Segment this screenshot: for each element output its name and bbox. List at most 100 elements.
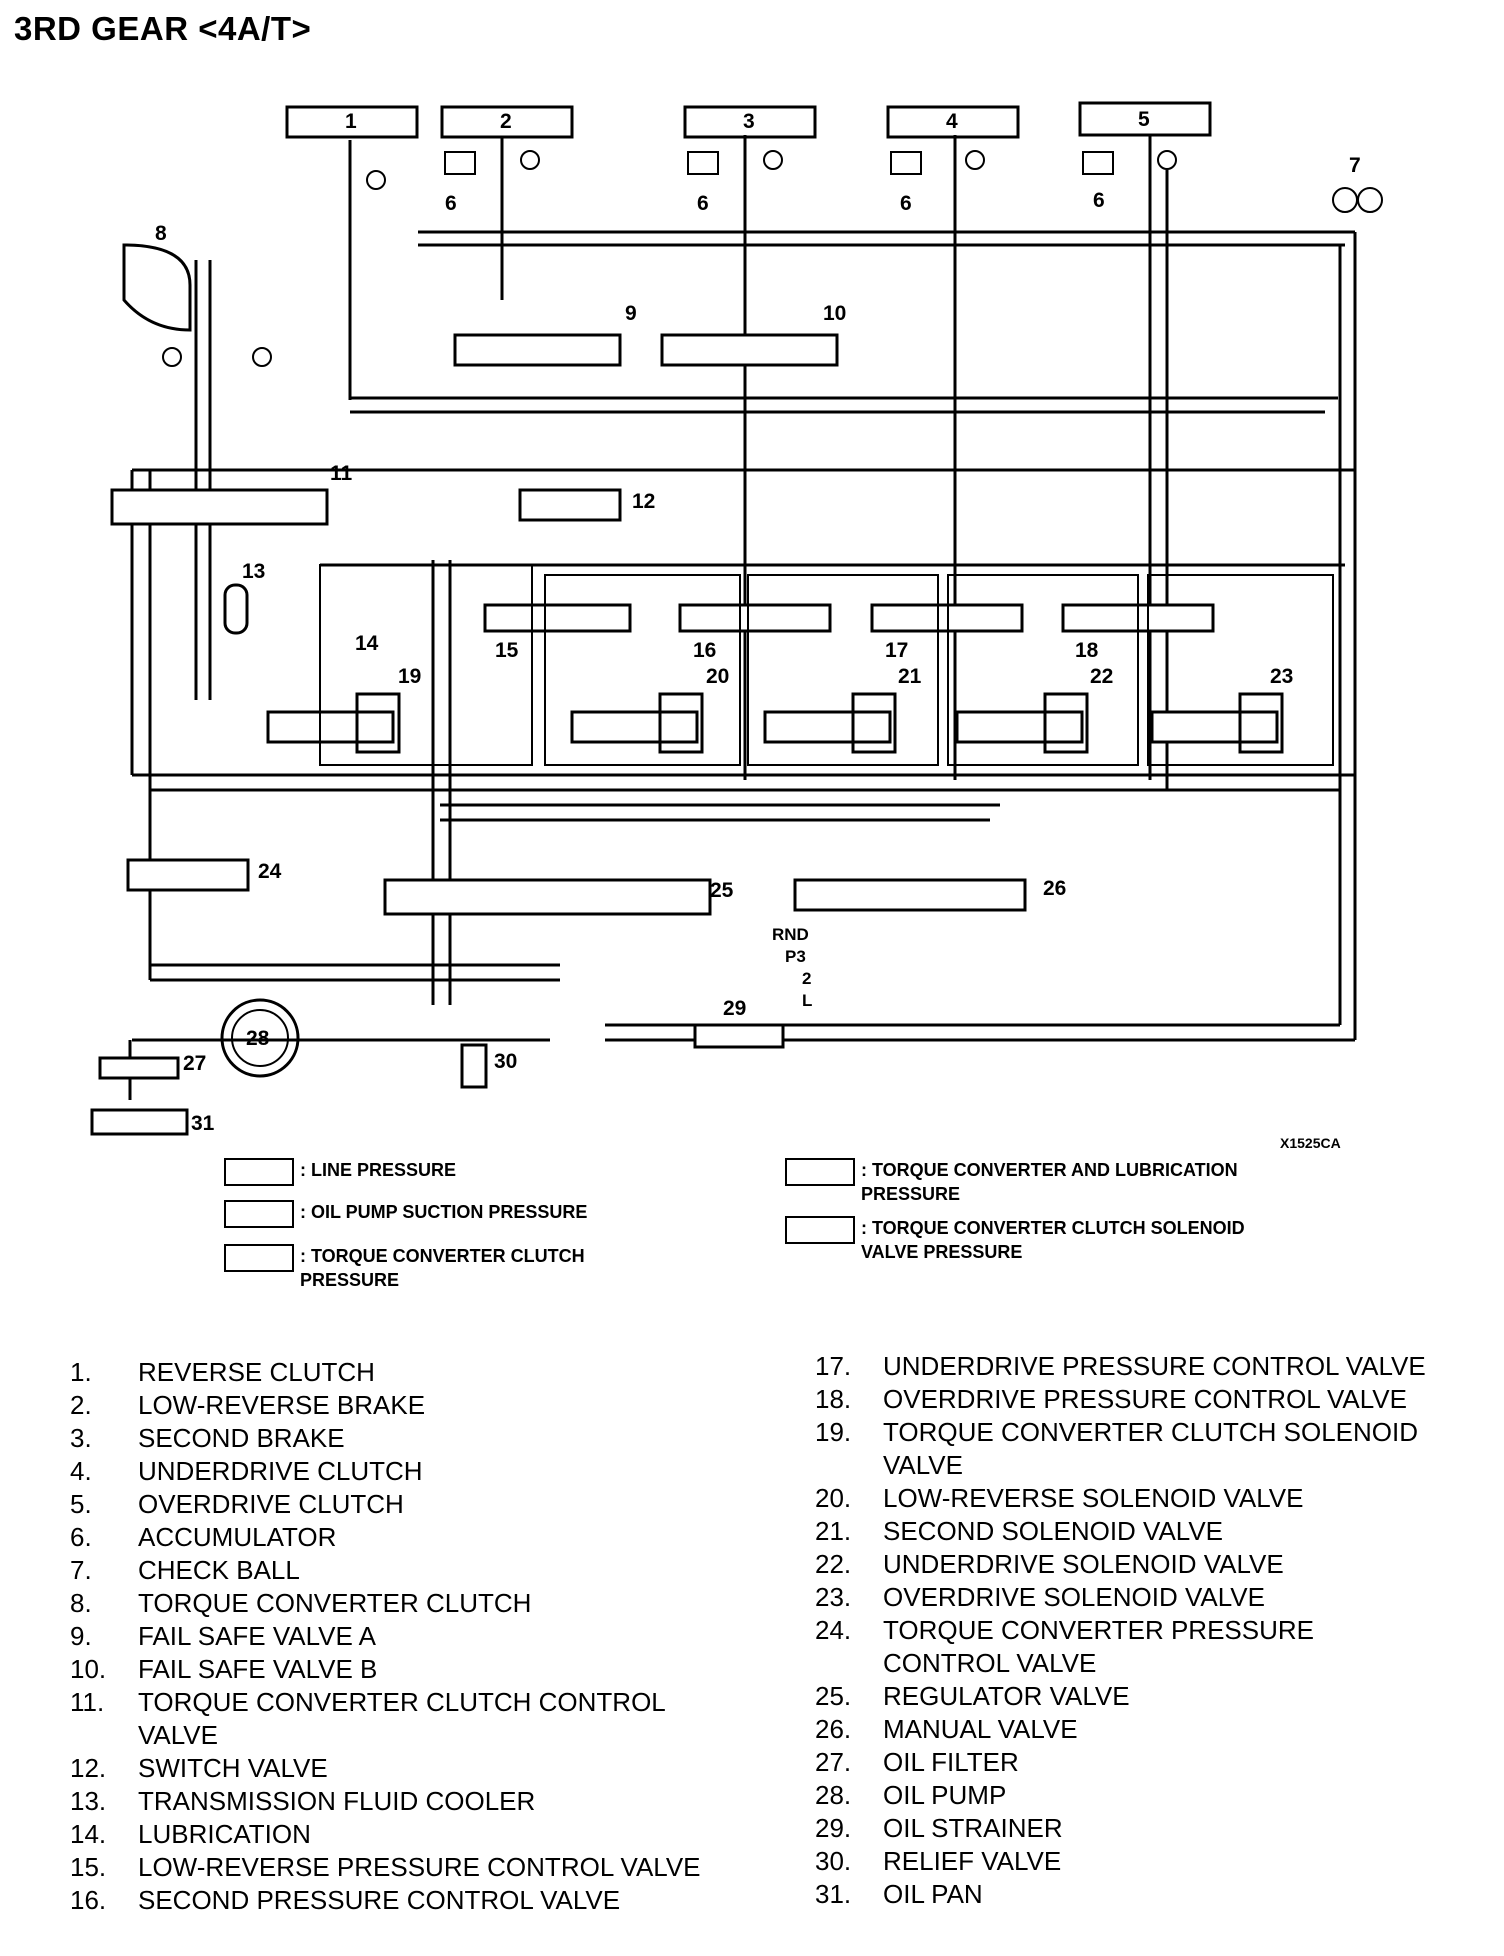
fail-safe-valve-b (660, 333, 839, 367)
key-item: 2.LOW-REVERSE BRAKE (70, 1389, 750, 1422)
callout-20: 20 (706, 665, 729, 688)
oil-pump-inner-icon (231, 1009, 289, 1067)
torque-converter-clutch-icon (122, 243, 192, 332)
callout-29: 29 (723, 997, 746, 1020)
key-item: 27.OIL FILTER (815, 1746, 1495, 1779)
key-item: 19.TORQUE CONVERTER CLUTCH SOLENOID VALV… (815, 1416, 1495, 1482)
key-text: TORQUE CONVERTER CLUTCH (138, 1588, 532, 1618)
legend-text: : LINE PRESSURE (300, 1160, 457, 1180)
key-item: 21.SECOND SOLENOID VALVE (815, 1515, 1495, 1548)
key-text: TORQUE CONVERTER CLUTCH SOLENOID VALVE (883, 1417, 1419, 1480)
key-number: 24. (815, 1615, 852, 1645)
callout-31: 31 (191, 1112, 215, 1135)
low-reverse-brake-box (440, 105, 574, 139)
oil-pan (90, 1108, 189, 1136)
solenoid-compartments (319, 564, 1334, 766)
legend-tc-lubrication: : TORQUE CONVERTER AND LUBRICATION PRESS… (785, 1158, 1238, 1206)
callout-6d: 6 (1093, 189, 1105, 212)
figure-code: X1525CA (1280, 1135, 1341, 1150)
key-item: 8. TORQUE CONVERTER CLUTCH (70, 1587, 750, 1620)
key-number: 28. (815, 1780, 852, 1810)
callout-4: 4 (946, 110, 958, 133)
selector-rnd: RND (772, 925, 809, 944)
low-reverse-solenoid-valve (570, 710, 699, 744)
callout-5: 5 (1138, 108, 1150, 131)
legend-text: : TORQUE CONVERTER AND LUBRICATION PRESS… (861, 1160, 1238, 1204)
key-item: 5.OVERDRIVE CLUTCH (70, 1488, 750, 1521)
legend-tcc-pressure: : TORQUE CONVERTER CLUTCH PRESSURE (224, 1244, 585, 1292)
solenoid-coil-icon (1043, 692, 1089, 754)
key-number: 4. (70, 1456, 92, 1486)
legend-swatch (224, 1200, 294, 1228)
legend-swatch (785, 1158, 855, 1186)
key-item: 7.CHECK BALL (70, 1554, 750, 1587)
key-item: 22.UNDERDRIVE SOLENOID VALVE (815, 1548, 1495, 1581)
key-text: OIL PAN (883, 1879, 983, 1909)
pressure-gauges (162, 150, 1177, 367)
page-title: 3RD GEAR <4A/T> (14, 10, 312, 47)
fail-safe-valve-a (453, 333, 622, 367)
callout-labels: 1 2 3 4 5 6 6 6 6 7 8 9 10 11 12 13 14 1… (155, 108, 1361, 1135)
key-item: 31. OIL PAN (815, 1878, 1495, 1911)
legend-text: : OIL PUMP SUCTION PRESSURE (300, 1202, 588, 1222)
oil-passages (128, 135, 1357, 1100)
key-item: 30.RELIEF VALVE (815, 1845, 1495, 1878)
reverse-clutch-box (285, 105, 419, 139)
key-item: 20. LOW-REVERSE SOLENOID VALVE (815, 1482, 1495, 1515)
hydraulic-circuit-diagram: 1 2 3 4 5 6 6 6 6 7 8 9 10 11 12 13 14 1… (90, 101, 1383, 1150)
selector-p3: P3 (785, 947, 806, 966)
callout-1: 1 (345, 110, 357, 133)
selector-l: L (802, 991, 812, 1010)
check-ball-icon (1332, 187, 1358, 213)
key-item: 24.TORQUE CONVERTER PRESSURE CONTROL VAL… (815, 1614, 1495, 1680)
legend-oil-pump-suction: : OIL PUMP SUCTION PRESSURE (224, 1200, 587, 1228)
callout-10: 10 (823, 302, 846, 325)
key-number: 3. (70, 1423, 92, 1453)
key-item: 9.FAIL SAFE VALVE A (70, 1620, 750, 1653)
key-number: 27. (815, 1747, 852, 1777)
gauge-icon (252, 347, 272, 367)
callout-9: 9 (625, 302, 637, 325)
key-text: SWITCH VALVE (138, 1753, 328, 1783)
tcc-control-valve (110, 488, 329, 526)
key-number: 15. (70, 1852, 107, 1882)
oil-pump-icon (220, 998, 300, 1078)
key-item: 29.OIL STRAINER (815, 1812, 1495, 1845)
accumulators (444, 151, 1114, 175)
key-number: 31. (815, 1879, 852, 1909)
callout-14: 14 (355, 632, 379, 655)
accumulator-icon (444, 151, 476, 175)
key-text: LOW-REVERSE PRESSURE CONTROL VALVE (138, 1852, 701, 1882)
callout-3: 3 (743, 110, 755, 133)
key-text: REGULATOR VALVE (883, 1681, 1130, 1711)
callout-6b: 6 (697, 192, 709, 215)
key-number: 29. (815, 1813, 852, 1843)
key-item: 18.OVERDRIVE PRESSURE CONTROL VALVE (815, 1383, 1495, 1416)
manual-valve (793, 878, 1027, 912)
overdrive-solenoid-valve (1150, 710, 1279, 744)
callout-18: 18 (1075, 639, 1099, 662)
callout-21: 21 (898, 665, 922, 688)
key-number: 1. (70, 1357, 92, 1387)
legend-swatch (224, 1158, 294, 1186)
key-item: 12.SWITCH VALVE (70, 1752, 750, 1785)
key-text: SECOND SOLENOID VALVE (883, 1516, 1224, 1546)
callout-11: 11 (330, 462, 353, 485)
key-number: 20. (815, 1483, 852, 1513)
underdrive-clutch-box (886, 105, 1020, 139)
callout-25: 25 (710, 879, 734, 902)
key-number: 8. (70, 1588, 92, 1618)
key-text: CHECK BALL (138, 1555, 300, 1585)
key-text: OIL PUMP (883, 1780, 1007, 1810)
gauge-icon (965, 150, 985, 170)
accumulator-icon (890, 151, 922, 175)
solenoid-coil-icon (851, 692, 897, 754)
key-text: LOW-REVERSE SOLENOID VALVE (883, 1483, 1304, 1513)
key-number: 10. (70, 1654, 107, 1684)
key-number: 30. (815, 1846, 852, 1876)
key-text: ACCUMULATOR (138, 1522, 337, 1552)
key-text: UNDERDRIVE SOLENOID VALVE (883, 1549, 1284, 1579)
callout-19: 19 (398, 665, 421, 688)
key-text: LOW-REVERSE BRAKE (138, 1390, 426, 1420)
